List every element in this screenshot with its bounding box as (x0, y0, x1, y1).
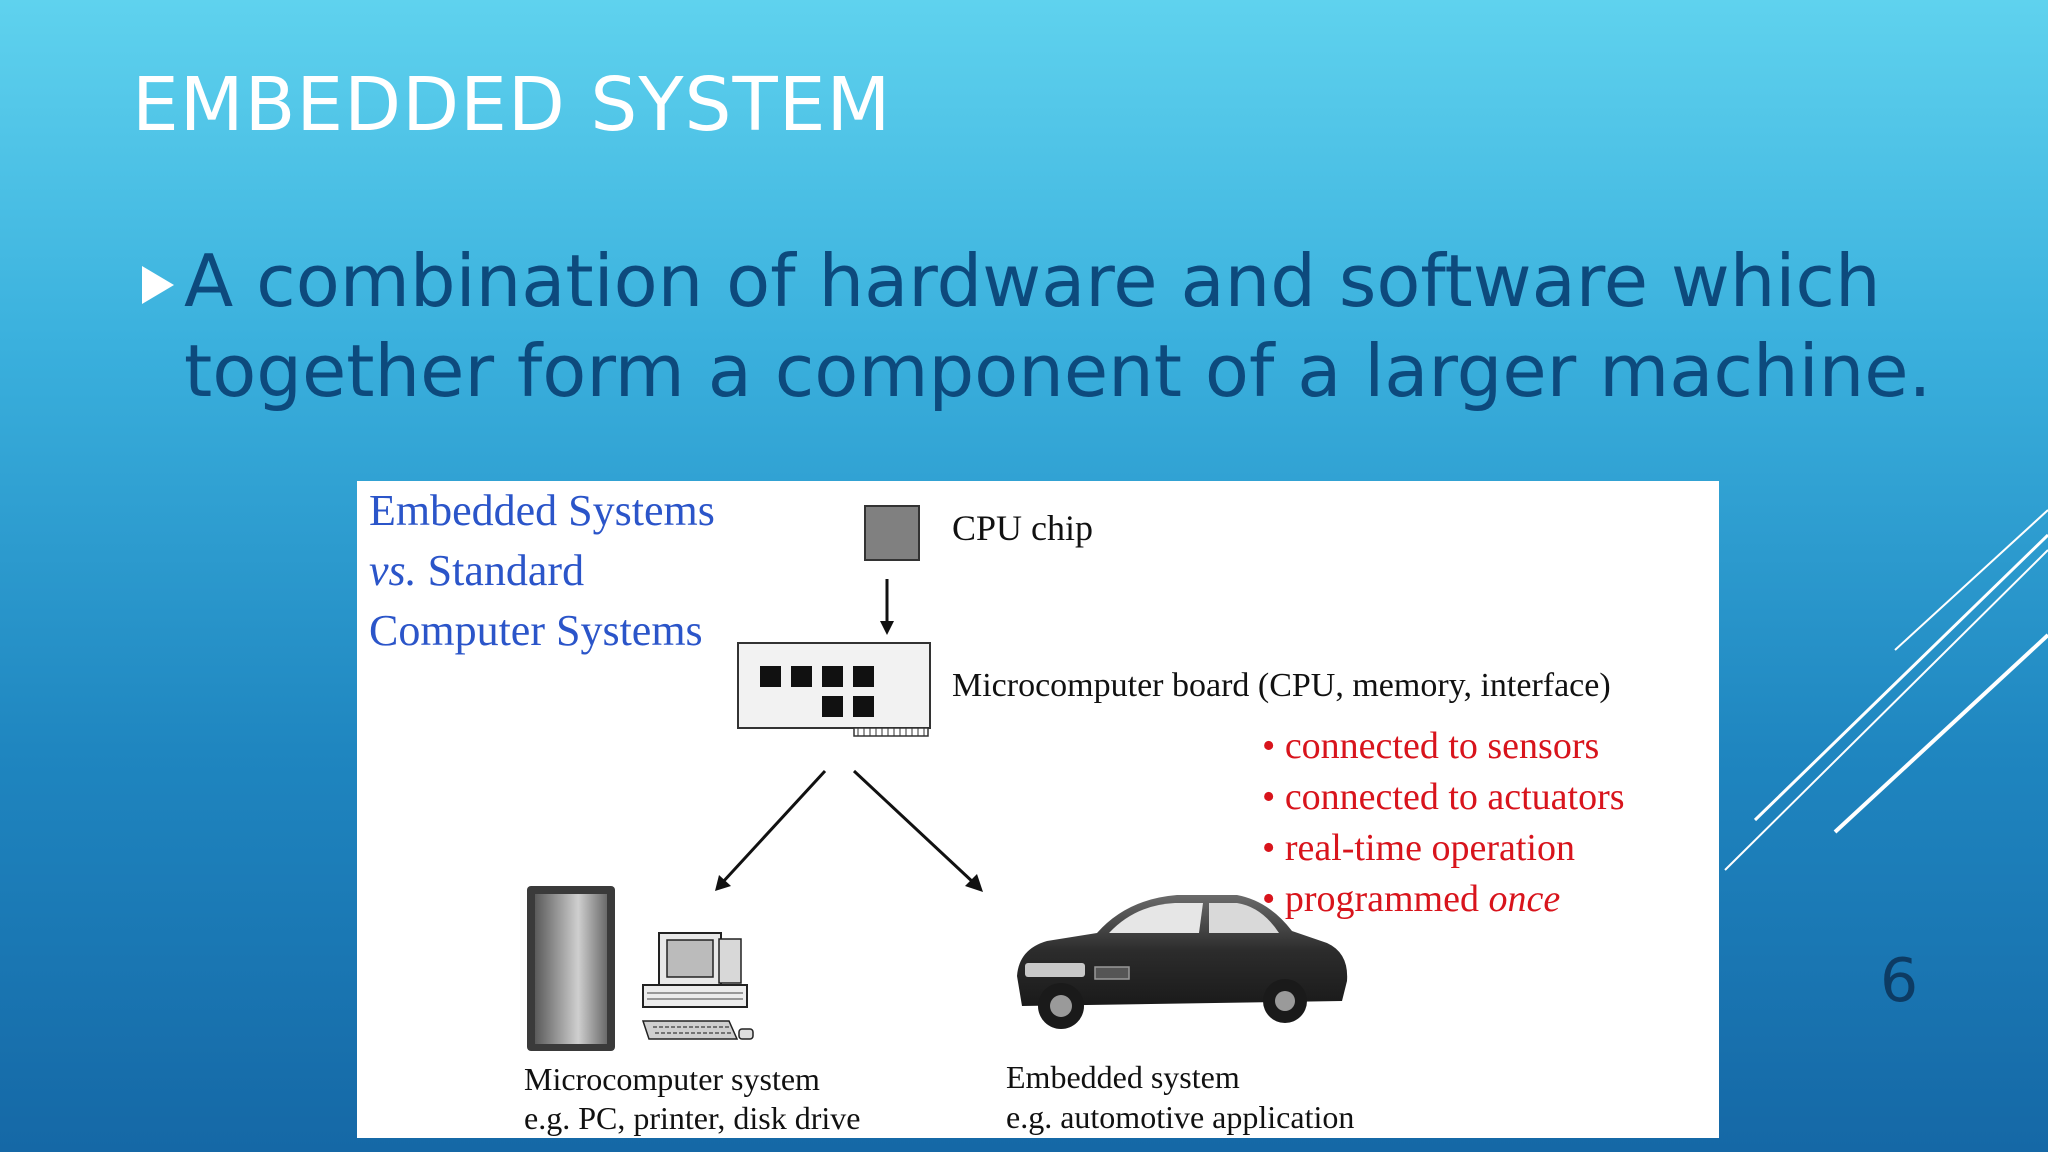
microcomputer-board-icon (737, 642, 931, 737)
embedded-features-list: connected to sensors connected to actuat… (1262, 721, 1625, 925)
heading-line-2: vs. Standard (369, 541, 715, 601)
desktop-computer-icon (641, 932, 754, 1040)
diagram-heading: Embedded Systems vs. Standard Computer S… (369, 481, 715, 661)
feature-item: connected to sensors (1262, 721, 1625, 772)
tower-computer-icon (527, 886, 615, 1051)
heading-vs: vs. (369, 546, 417, 595)
diagram-graphics (527, 505, 1348, 1051)
micro-system-label: Microcomputer system (524, 1061, 820, 1097)
board-label: Microcomputer board (CPU, memory, interf… (952, 667, 1611, 704)
heading-line-3: Computer Systems (369, 606, 703, 655)
heading-standard: Standard (427, 546, 585, 595)
bullet-text: A combination of hardware and software w… (184, 239, 1932, 413)
cpu-chip-icon (864, 505, 920, 561)
feature-text: programmed (1284, 878, 1489, 920)
bullet-item: A combination of hardware and software w… (142, 236, 1931, 416)
slide-number: 6 (1880, 946, 1919, 1016)
feature-item: connected to actuators (1262, 772, 1625, 823)
cpu-chip-label: CPU chip (952, 508, 1094, 548)
diagram-figure: Embedded Systems vs. Standard Computer S… (357, 481, 1719, 1138)
decorative-lines (1724, 509, 2048, 871)
embedded-system-label: Embedded system (1006, 1059, 1240, 1095)
heading-line-1: Embedded Systems (369, 486, 715, 535)
feature-emphasis: once (1488, 878, 1561, 920)
feature-item: real-time operation (1262, 823, 1625, 874)
micro-system-example: e.g. PC, printer, disk drive (524, 1100, 861, 1136)
feature-item: programmed once (1262, 874, 1625, 925)
embedded-system-example: e.g. automotive application (1006, 1099, 1355, 1135)
slide-title: EMBEDDED SYSTEM (132, 62, 892, 148)
triangle-bullet-icon (142, 266, 174, 304)
